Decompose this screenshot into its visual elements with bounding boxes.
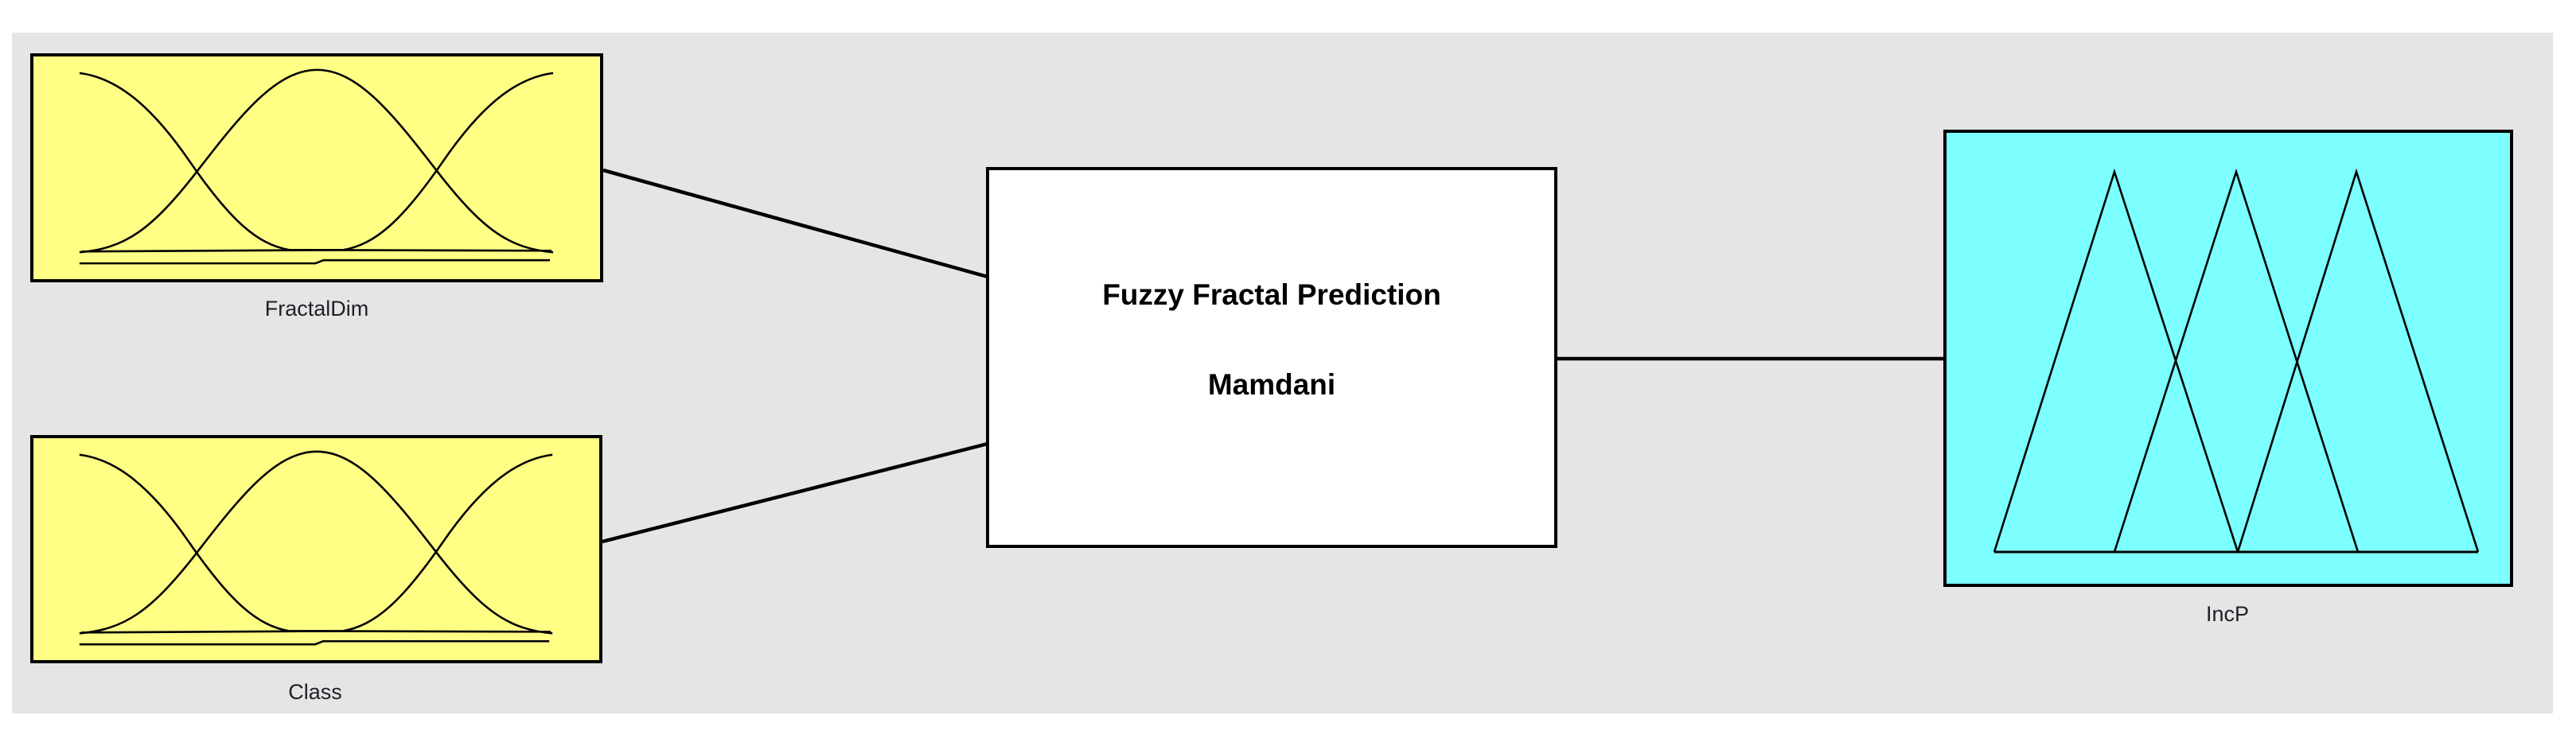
- input-variable-label-class: Class: [288, 680, 342, 704]
- triangular-membership-curves-icon: [1993, 168, 2480, 554]
- input-variable-label-fractaldim: FractalDim: [264, 297, 369, 321]
- input-variable-box-class[interactable]: [30, 435, 602, 663]
- input-variable-box-fractaldim[interactable]: [30, 53, 603, 282]
- gaussian-membership-curves-icon: [79, 68, 554, 265]
- fis-system-type: Mamdani: [1207, 368, 1336, 401]
- output-variable-label-incp: IncP: [2205, 602, 2250, 626]
- gaussian-membership-curves-icon: [79, 450, 553, 646]
- output-variable-box-incp[interactable]: [1943, 130, 2513, 587]
- fis-system-box[interactable]: Fuzzy Fractal Prediction Mamdani: [986, 167, 1557, 548]
- fis-system-name: Fuzzy Fractal Prediction: [1102, 278, 1441, 311]
